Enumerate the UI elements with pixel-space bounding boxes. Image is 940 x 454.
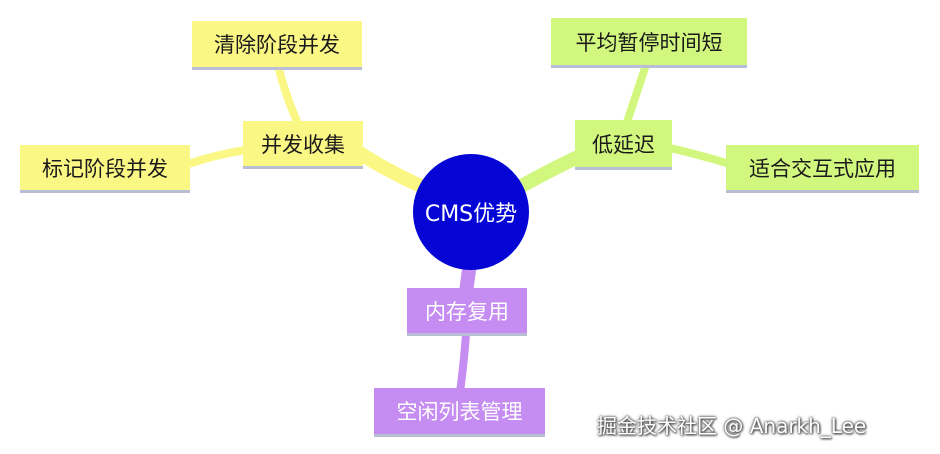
node-free-list-management[interactable]: 空闲列表管理 bbox=[374, 388, 545, 437]
node-clear-phase-concurrent-label: 清除阶段并发 bbox=[214, 33, 340, 57]
node-low-latency[interactable]: 低延迟 bbox=[575, 120, 672, 170]
node-interactive-apps-label: 适合交互式应用 bbox=[749, 156, 896, 181]
connector-center-concurrent bbox=[348, 143, 432, 195]
node-memory-reuse-label: 内存复用 bbox=[425, 299, 509, 324]
node-short-average-pause-label: 平均暂停时间短 bbox=[575, 30, 723, 55]
connector-concurrent-mark bbox=[184, 146, 249, 168]
node-memory-reuse[interactable]: 内存复用 bbox=[407, 288, 527, 336]
connector-center-latency bbox=[511, 148, 589, 195]
node-clear-phase-concurrent[interactable]: 清除阶段并发 bbox=[192, 21, 362, 70]
center-node[interactable]: CMS优势 bbox=[413, 154, 529, 270]
node-concurrent-collection-label: 并发收集 bbox=[261, 132, 345, 157]
watermark: 掘金技术社区 @ Anarkh_Lee bbox=[597, 414, 867, 438]
node-short-average-pause[interactable]: 平均暂停时间短 bbox=[551, 18, 747, 68]
node-low-latency-label: 低延迟 bbox=[592, 132, 655, 157]
connector-latency-pause bbox=[622, 61, 650, 129]
node-mark-phase-concurrent-label: 标记阶段并发 bbox=[42, 156, 168, 181]
node-interactive-apps[interactable]: 适合交互式应用 bbox=[726, 145, 919, 193]
node-concurrent-collection[interactable]: 并发收集 bbox=[243, 121, 363, 169]
connector-concurrent-clear bbox=[274, 61, 304, 132]
node-free-list-management-label: 空闲列表管理 bbox=[396, 400, 523, 424]
center-node-label: CMS优势 bbox=[424, 202, 518, 227]
node-mark-phase-concurrent[interactable]: 标记阶段并发 bbox=[20, 145, 190, 193]
connector-latency-interactive bbox=[666, 144, 734, 168]
connector-memory-freelist bbox=[456, 330, 470, 396]
